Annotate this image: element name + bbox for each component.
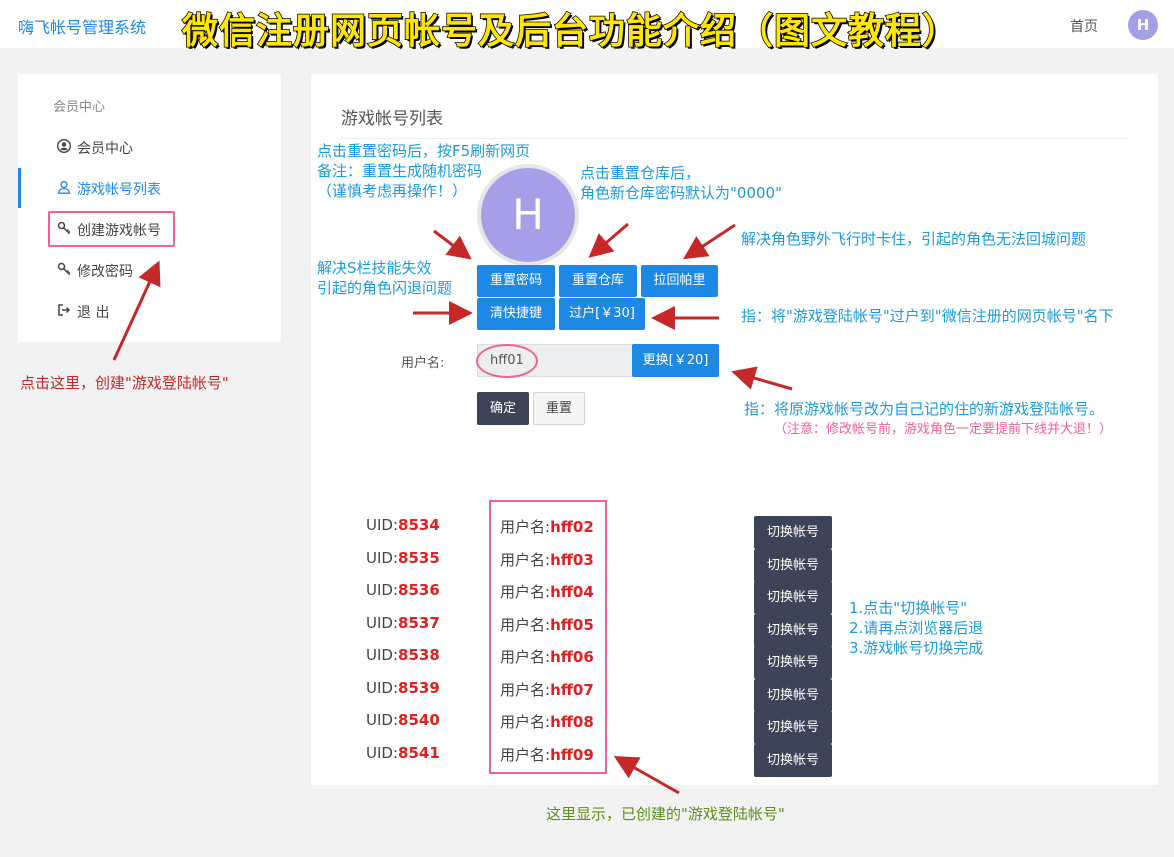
annotation-switch: 1.点击"切换帐号" 2.请再点浏览器后退 3.游戏帐号切换完成 — [849, 599, 984, 657]
sidebar-item-label: 会员中心 — [77, 141, 133, 157]
username-cell: 用户名:hff02 — [500, 518, 594, 536]
account-list-highlight — [489, 500, 607, 774]
username-cell: 用户名:hff04 — [500, 583, 594, 601]
annotation-rename: 指：将原游戏帐号改为自己记的住的新游戏登陆帐号。 — [744, 400, 1105, 418]
user-icon — [56, 180, 72, 196]
username-cell: 用户名:hff08 — [500, 713, 594, 731]
transfer-button[interactable]: 过户[￥30] — [559, 298, 645, 330]
profile-avatar: H — [481, 168, 575, 262]
switch-account-button[interactable]: 切换帐号 — [754, 711, 832, 744]
page-title: 游戏帐号列表 — [341, 109, 443, 129]
username-cell: 用户名:hff05 — [500, 616, 594, 634]
switch-account-button[interactable]: 切换帐号 — [754, 516, 832, 549]
sidebar-item-logout[interactable]: 退 出 — [18, 291, 281, 331]
annotation-transfer: 指：将"游戏登陆帐号"过户到"微信注册的网页帐号"名下 — [741, 307, 1114, 325]
brand-title[interactable]: 嗨飞帐号管理系统 — [18, 18, 147, 37]
pull-back-button[interactable]: 拉回帕里 — [641, 265, 718, 297]
switch-account-button[interactable]: 切换帐号 — [754, 646, 832, 679]
username-cell: 用户名:hff06 — [500, 648, 594, 666]
annotation-list: 这里显示，已创建的"游戏登陆帐号" — [546, 805, 785, 823]
tutorial-banner: 微信注册网页帐号及后台功能介绍（图文教程） — [181, 10, 960, 53]
switch-account-button[interactable]: 切换帐号 — [754, 614, 832, 647]
uid-cell: UID:8538 — [366, 646, 440, 664]
main-panel: 游戏帐号列表 H 重置密码 重置仓库 拉回帕里 清快捷键 过户[￥30] 用户名… — [311, 74, 1158, 785]
uid-cell: UID:8541 — [366, 744, 440, 762]
switch-account-button[interactable]: 切换帐号 — [754, 549, 832, 582]
reset-storage-button[interactable]: 重置仓库 — [559, 265, 637, 297]
sidebar-item-change-password[interactable]: 修改密码 — [18, 250, 281, 290]
sidebar-heading: 会员中心 — [53, 100, 106, 115]
switch-account-button[interactable]: 切换帐号 — [754, 679, 832, 712]
logout-icon — [56, 303, 72, 319]
annotation-pull-back: 解决角色野外飞行时卡住，引起的角色无法回城问题 — [741, 230, 1087, 248]
sidebar-item-label: 游戏帐号列表 — [77, 182, 161, 198]
sidebar-item-label: 创建游戏帐号 — [77, 223, 161, 239]
username-highlight — [476, 344, 538, 378]
user-circle-icon — [56, 138, 72, 155]
sidebar-item-account-list[interactable]: 游戏帐号列表 — [18, 168, 281, 208]
nav-home-link[interactable]: 首页 — [1070, 19, 1098, 35]
user-avatar[interactable]: H — [1128, 10, 1158, 40]
title-divider — [341, 138, 1129, 139]
annotation-clear-shortcut: 解决S栏技能失效 引起的角色闪退问题 — [317, 259, 453, 297]
uid-cell: UID:8540 — [366, 711, 440, 729]
annotation-reset-storage: 点击重置仓库后， 角色新仓库密码默认为"0000" — [580, 164, 782, 202]
switch-account-button[interactable]: 切换帐号 — [754, 744, 832, 777]
sidebar: 会员中心 会员中心 游戏帐号列表 创建游戏帐号 修改密码 退 出 — [18, 74, 281, 342]
reset-password-button[interactable]: 重置密码 — [477, 265, 555, 297]
username-cell: 用户名:hff07 — [500, 681, 594, 699]
annotation-rename-note: （注意：修改帐号前，游戏角色一定要提前下线并大退！） — [774, 422, 1113, 437]
key-icon — [56, 221, 72, 237]
key-icon — [56, 262, 72, 278]
uid-cell: UID:8537 — [366, 614, 440, 632]
uid-cell: UID:8535 — [366, 549, 440, 567]
sidebar-item-member-center[interactable]: 会员中心 — [18, 127, 281, 167]
uid-cell: UID:8534 — [366, 516, 440, 534]
sidebar-item-label: 修改密码 — [77, 264, 133, 280]
switch-account-button[interactable]: 切换帐号 — [754, 581, 832, 614]
sidebar-item-create-account[interactable]: 创建游戏帐号 — [18, 209, 281, 249]
username-cell: 用户名:hff03 — [500, 551, 594, 569]
username-cell: 用户名:hff09 — [500, 746, 594, 764]
annotation-reset-password: 点击重置密码后，按F5刷新网页 备注：重置生成随机密码 （谨慎考虑再操作！） — [317, 142, 531, 200]
reset-button[interactable]: 重置 — [533, 392, 585, 425]
annotation-create: 点击这里，创建"游戏登陆帐号" — [20, 374, 229, 392]
uid-cell: UID:8536 — [366, 581, 440, 599]
username-label: 用户名: — [401, 356, 445, 371]
top-bar: 嗨飞帐号管理系统 微信注册网页帐号及后台功能介绍（图文教程） 首页 H — [0, 0, 1174, 53]
confirm-button[interactable]: 确定 — [477, 392, 529, 425]
rename-button[interactable]: 更换[￥20] — [632, 344, 719, 377]
uid-cell: UID:8539 — [366, 679, 440, 697]
create-account-highlight — [48, 211, 175, 247]
clear-shortcut-button[interactable]: 清快捷键 — [477, 298, 555, 330]
sidebar-item-label: 退 出 — [77, 305, 110, 321]
